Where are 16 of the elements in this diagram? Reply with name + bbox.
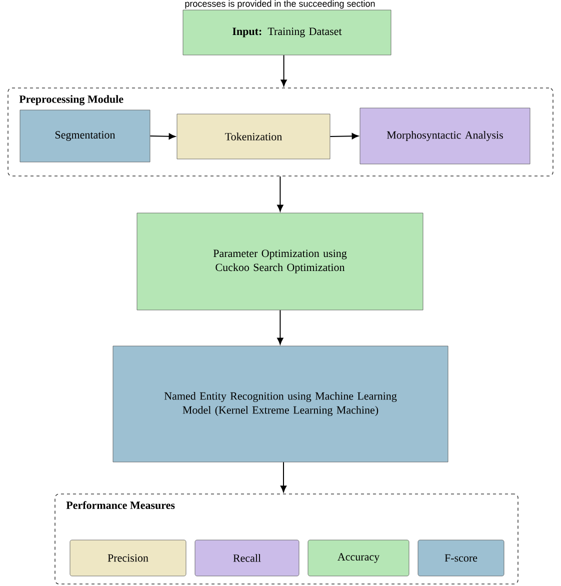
process-box: Tokenization (176, 114, 330, 160)
process-box: Morphosyntactic Analysis (360, 108, 530, 164)
process-box: Precision (70, 540, 186, 576)
process-box: Input: Training Dataset (182, 10, 392, 56)
process-box: Parameter Optimization using Cuckoo Search Optimization (136, 212, 424, 310)
process-box: Segmentation (20, 110, 150, 162)
arrow (277, 310, 284, 345)
arrow (330, 133, 358, 140)
process-box: F-score (418, 540, 504, 576)
arrow (277, 176, 284, 212)
process-box: Recall (194, 540, 300, 576)
process-box: Accuracy (308, 540, 410, 576)
arrow (280, 54, 287, 86)
arrow (150, 133, 176, 140)
arrow (280, 462, 287, 492)
process-box: Named Entity Recognition using Machine Learning Model (Kernel Extreme Learning Machine) (112, 346, 448, 462)
